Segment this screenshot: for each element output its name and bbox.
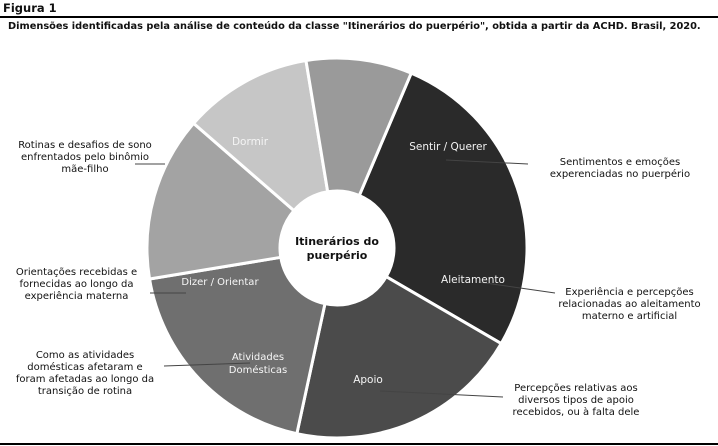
figure-caption: Dimensões identificadas pela análise de … — [8, 21, 701, 32]
segment-label: Apoio — [353, 374, 383, 386]
figure-label: Figura 1 — [3, 1, 57, 15]
bottom-rule — [0, 443, 718, 445]
segment-label: Aleitamento — [441, 274, 505, 286]
connector-line — [163, 362, 251, 367]
donut-segment — [304, 56, 414, 198]
segment-label: Sentir / Querer — [409, 141, 487, 153]
connector-line — [477, 281, 556, 294]
donut-segment — [295, 274, 504, 440]
top-rule — [0, 16, 718, 18]
donut-segment — [145, 121, 297, 281]
donut-segment — [191, 58, 330, 213]
segment-label: Dormir — [232, 136, 269, 148]
donut-segment — [357, 71, 529, 346]
segment-label: Dizer / Orientar — [181, 277, 259, 288]
connector-line — [445, 159, 529, 165]
connector-line — [379, 390, 504, 398]
donut-segment — [147, 255, 327, 436]
